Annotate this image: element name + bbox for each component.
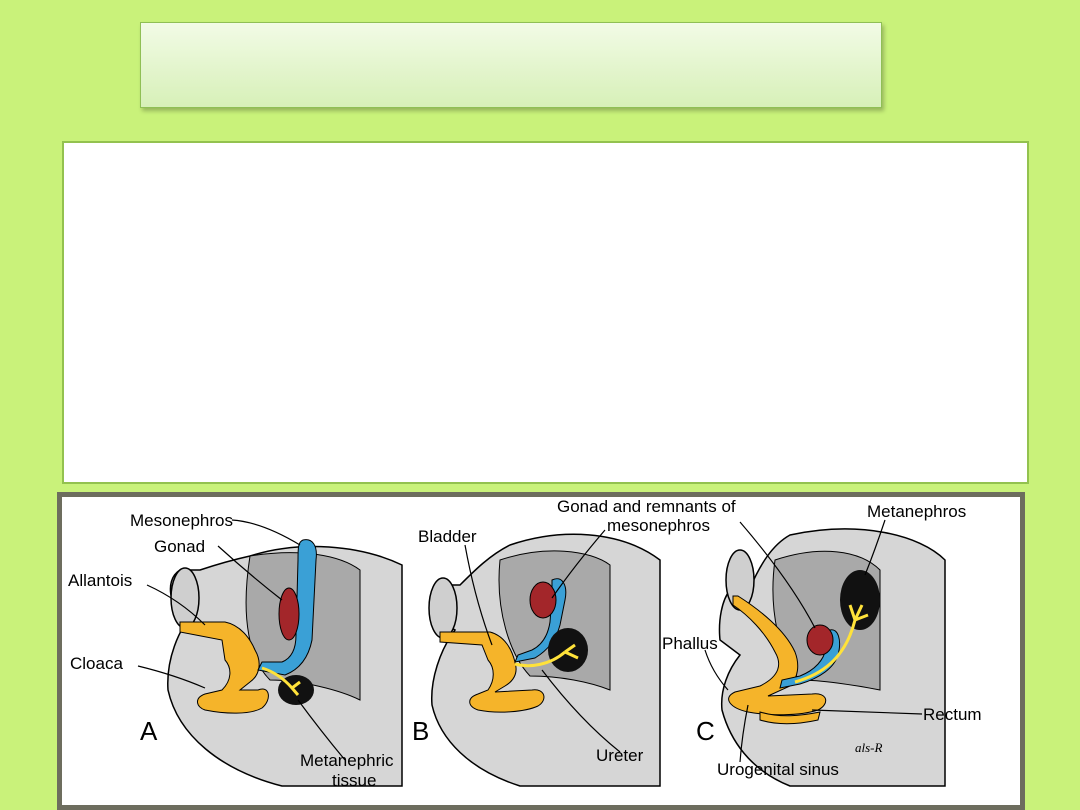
- panel-a-gonad: [278, 587, 300, 641]
- slide-title-box: [140, 22, 882, 108]
- label-bladder: Bladder: [418, 527, 477, 546]
- leader-cloaca: [137, 665, 206, 689]
- panel-a-tube-opening: [170, 567, 200, 629]
- panel-b-letter: B: [412, 716, 429, 746]
- label-allantois: Allantois: [68, 571, 132, 590]
- panel-c-ureter: [794, 604, 869, 684]
- panel-b-ureter: [514, 643, 579, 668]
- panel-c-rectum: [759, 711, 821, 725]
- panel-a-ureter-bud: [261, 666, 301, 696]
- panel-c-gonad: [806, 624, 834, 656]
- label-cloaca: Cloaca: [70, 654, 123, 673]
- leader-phallus: [704, 649, 729, 691]
- label-mesonephros: Mesonephros: [130, 511, 233, 530]
- artist-signature: als-R: [855, 740, 883, 755]
- slide-content-box: [62, 141, 1029, 484]
- label-gonad: Gonad: [154, 537, 205, 556]
- leader-mesonephros: [231, 519, 301, 546]
- leader-rectum: [811, 709, 923, 715]
- label-ureter: Ureter: [596, 746, 644, 765]
- panel-a-letter: A: [140, 716, 158, 746]
- panel-c: C: [696, 528, 946, 787]
- label-urogenital-sinus: Urogenital sinus: [717, 760, 839, 779]
- label-gonad-remnants-line2: mesonephros: [607, 516, 710, 535]
- panel-a-allantois-cloaca: [179, 621, 269, 714]
- panel-c-letter: C: [696, 716, 715, 746]
- label-gonad-remnants-line1: Gonad and remnants of: [557, 497, 736, 516]
- labels: Mesonephros Gonad Allantois Cloaca Metan…: [68, 497, 982, 790]
- panel-c-metanephros: [840, 570, 880, 630]
- panel-b-tube-opening: [428, 577, 458, 639]
- label-phallus: Phallus: [662, 634, 718, 653]
- label-rectum: Rectum: [923, 705, 982, 724]
- leader-allantois: [146, 584, 206, 626]
- panel-b: B: [412, 533, 661, 787]
- leader-ureter: [541, 669, 621, 753]
- panel-a: A: [140, 539, 403, 787]
- panel-b-gonad: [529, 581, 557, 619]
- label-tissue: tissue: [332, 771, 376, 790]
- leader-metanephros: [864, 519, 886, 576]
- panel-c-bladder-sinus: [728, 595, 827, 716]
- leader-gonad: [217, 545, 283, 601]
- leader-gonad-c: [739, 521, 816, 629]
- leader-bladder: [464, 544, 493, 646]
- label-metanephric: Metanephric: [300, 751, 394, 770]
- leader-metanephric-tissue: [297, 699, 346, 761]
- panel-a-mesonephros: [257, 539, 317, 676]
- label-metanephros: Metanephros: [867, 502, 966, 521]
- leader-urogenital-sinus: [739, 704, 749, 763]
- leader-gonad-remnants: [551, 529, 606, 599]
- leader-lines: [137, 519, 923, 763]
